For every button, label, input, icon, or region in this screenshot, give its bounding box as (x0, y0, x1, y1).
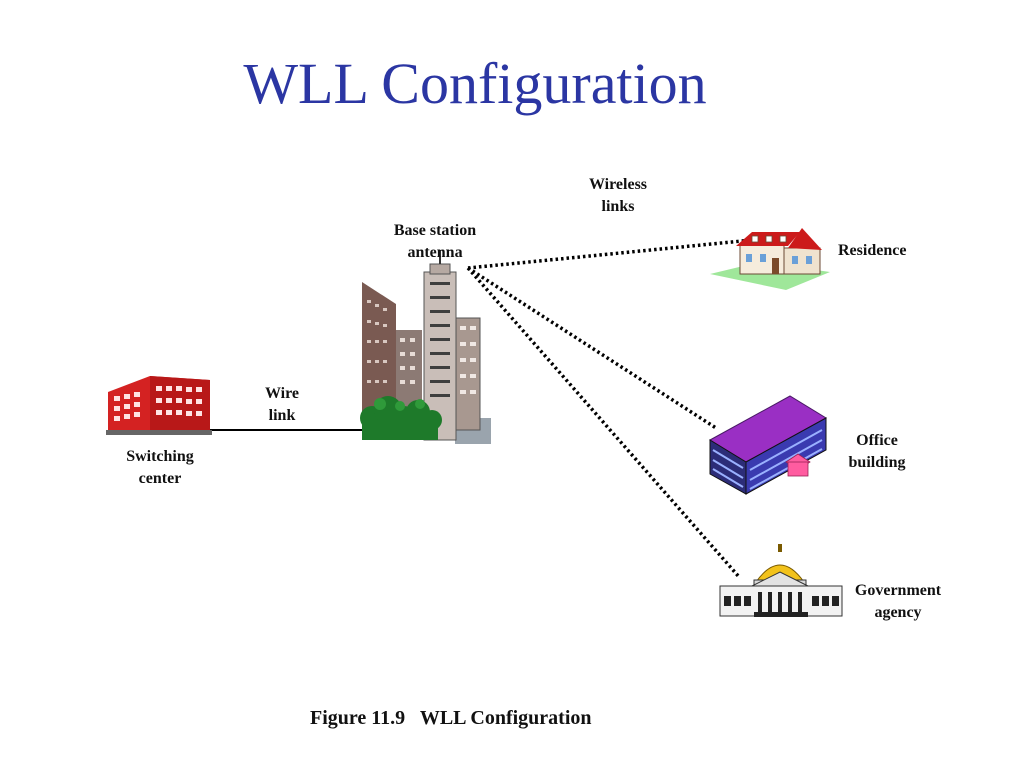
office-building-icon (709, 395, 827, 495)
slide-title: WLL Configuration (243, 51, 707, 116)
wireless-link-residence (467, 238, 753, 270)
base-station-label: Base station antenna (393, 222, 477, 261)
wireless-link-government (466, 266, 742, 580)
switching-center-icon (106, 376, 212, 435)
wire-link-label: Wire link (264, 385, 300, 424)
base-station-icon (360, 250, 491, 444)
government-agency-icon (719, 544, 843, 617)
wireless-link-office (467, 266, 717, 430)
office-building-label: Office building (848, 432, 906, 471)
switching-center-label: Switching center (126, 448, 194, 487)
wireless-links-label: Wireless links (588, 176, 648, 215)
figure-caption: Figure 11.9 WLL Configuration (310, 707, 592, 729)
government-agency-label: Government agency (854, 582, 942, 621)
residence-label: Residence (838, 242, 907, 259)
residence-icon (710, 228, 830, 290)
wireless-links (466, 238, 753, 580)
